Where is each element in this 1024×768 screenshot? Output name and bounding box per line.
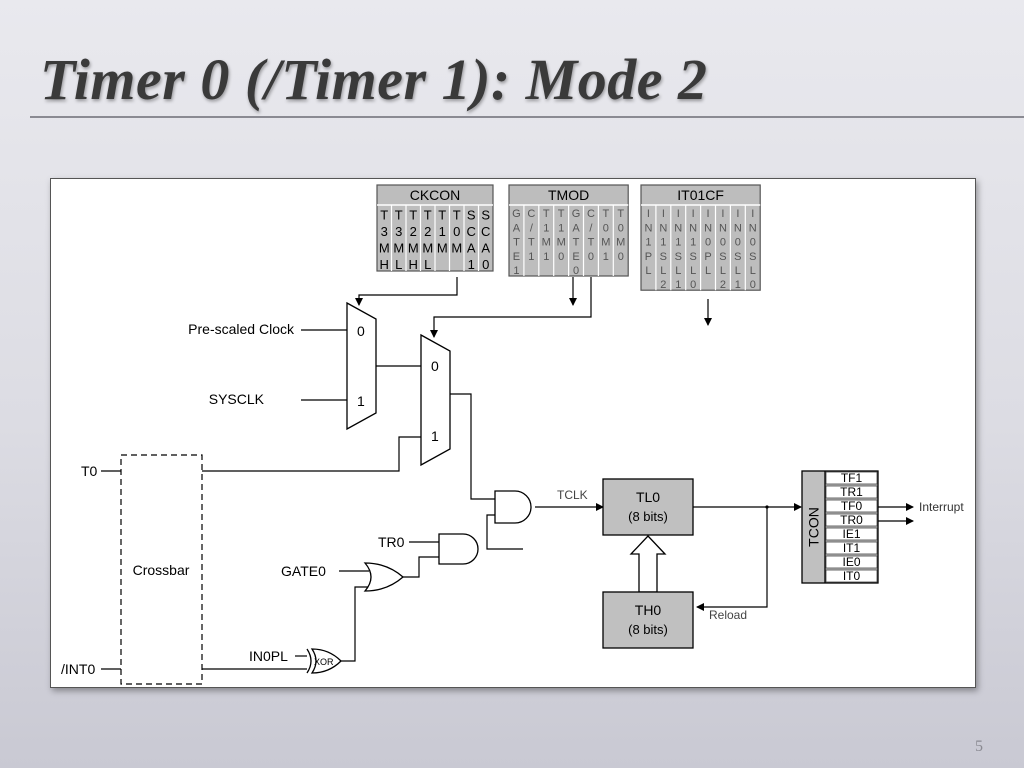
and2-out-wire <box>486 514 523 550</box>
tcon-bit-ie0: IE0 <box>842 555 860 569</box>
int0-label: /INT0 <box>61 661 95 677</box>
tcon-bit-tf0: TF0 <box>841 499 863 513</box>
reload-wire <box>696 507 768 611</box>
tr0-label: TR0 <box>378 534 405 550</box>
tl0-register: TL0 (8 bits) <box>602 478 694 536</box>
mux1-in0-label: 0 <box>357 323 365 339</box>
wires <box>101 277 914 670</box>
or-out-wire <box>403 556 439 578</box>
mux2-in0-label: 0 <box>431 358 439 374</box>
title-divider <box>30 116 1024 118</box>
tl0-sub: (8 bits) <box>628 509 668 524</box>
tmod-name: TMOD <box>548 187 589 203</box>
reload-label: Reload <box>709 608 747 622</box>
tcon-bit-it1: IT1 <box>843 541 861 555</box>
tcon-bit-tr0: TR0 <box>840 513 863 527</box>
th0-register: TH0 (8 bits) <box>602 591 694 649</box>
reload-arrow <box>629 535 667 593</box>
tcon-bit-it0: IT0 <box>843 569 861 583</box>
junction-dot <box>765 505 769 509</box>
slide-number: 5 <box>975 738 983 755</box>
and-gate-2 <box>438 533 479 565</box>
mux2-out-wire <box>450 393 495 500</box>
tcon-bit-tf1: TF1 <box>841 471 863 485</box>
in0pl-label: IN0PL <box>249 648 288 664</box>
or-gate <box>363 562 404 592</box>
gate0-label: GATE0 <box>281 563 326 579</box>
slide-title: Timer 0 (/Timer 1): Mode 2 <box>40 47 708 112</box>
sysclk-label: SYSCLK <box>209 391 265 407</box>
interrupt-label: Interrupt <box>919 500 964 514</box>
prescaled-clock-label: Pre-scaled Clock <box>188 321 295 337</box>
mux1-in1-label: 1 <box>357 393 365 409</box>
tcon-bit-ie1: IE1 <box>842 527 860 541</box>
xor-out-wire <box>341 586 371 662</box>
tcon-bit-tr1: TR1 <box>840 485 863 499</box>
and-gate-1 <box>494 490 532 524</box>
xor-label: XOR <box>314 657 334 667</box>
ckcon-select-wire <box>355 277 458 306</box>
th0-label: TH0 <box>635 602 662 618</box>
mux2-in1-label: 1 <box>431 428 439 444</box>
mux1: 0 1 <box>346 301 377 431</box>
t0-label: T0 <box>81 463 98 479</box>
it01cf-name: IT01CF <box>677 187 724 203</box>
tclk-label: TCLK <box>557 488 588 502</box>
crossbar-block: Crossbar <box>120 454 203 685</box>
ckcon-name: CKCON <box>410 187 461 203</box>
tmod-select-wire <box>430 277 592 338</box>
t0-out-wire <box>202 436 421 472</box>
tl0-label: TL0 <box>636 489 660 505</box>
tcon-label: TCON <box>806 507 822 547</box>
crossbar-label: Crossbar <box>133 562 190 578</box>
th0-sub: (8 bits) <box>628 622 668 637</box>
xor-gate: XOR <box>306 648 342 674</box>
mux2: 0 1 <box>420 333 451 467</box>
